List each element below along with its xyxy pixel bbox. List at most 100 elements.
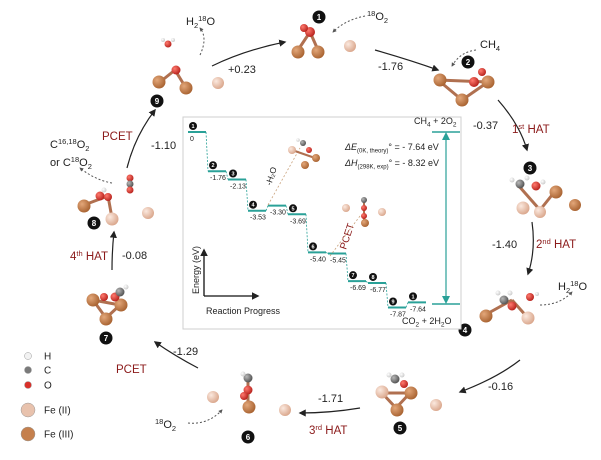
arrow-4-to-5 — [458, 359, 521, 394]
legend-swatch — [24, 381, 32, 389]
cluster-8 — [77, 174, 154, 226]
energy-levels: 01-1.762-2.133-3.534-3.30-3.695-5.406-5.… — [188, 122, 426, 319]
product-co2-line2: or C18O2 — [50, 155, 92, 171]
level-connector — [385, 282, 389, 308]
energy-6-to-7: -1.29 — [173, 346, 198, 358]
reagent-h2o-top: H218O — [186, 14, 215, 30]
delta-arrow-top-head — [442, 132, 450, 140]
level-badge-text: 4 — [251, 203, 255, 209]
cycle-arrows: +0.23 -1.76 -0.37 -1.40 -0.16 -1.71 -1.2… — [50, 9, 587, 437]
level-badge-5: 5 — [289, 204, 297, 213]
energy-level-value: -6.77 — [370, 287, 386, 294]
energy-1-to-2: -1.76 — [378, 61, 403, 73]
arrow-2-to-3 — [497, 99, 529, 152]
legend-item-o: O — [24, 381, 52, 392]
step-label-hat1: 1st HAT — [512, 122, 550, 136]
arrow-3-to-4 — [526, 221, 534, 276]
svg-text:9: 9 — [155, 97, 160, 106]
step-badges: 1 2 3 4 5 6 7 8 9 — [87, 10, 537, 444]
arrow-1-to-2 — [374, 49, 440, 72]
arrow-6-to-7 — [153, 341, 199, 369]
reactants-label: CH4 + 2O2 — [414, 116, 457, 129]
level-badge-text: 7 — [351, 273, 354, 279]
energy-5-to-6: -1.71 — [318, 393, 343, 405]
level-badge-circle — [229, 169, 237, 178]
x-axis-label: Reaction Progress — [206, 306, 281, 316]
badge-2: 2 — [461, 55, 475, 69]
arrow-release-h2o-top — [199, 27, 205, 56]
level-badge-2: 2 — [209, 161, 217, 170]
badge-3: 3 — [523, 161, 537, 175]
energy-level-value: -2.13 — [230, 183, 246, 190]
step-label-hat4: 4th HAT — [70, 249, 108, 263]
level-badge-text: 6 — [311, 244, 314, 250]
level-badge-text: 8 — [371, 275, 374, 281]
level-badge-4: 4 — [249, 200, 257, 209]
delta-arrow-bottom-head — [442, 296, 450, 304]
arrow-add-o2-bottom — [187, 409, 223, 424]
level-connector — [305, 214, 309, 253]
delta-h-label: ΔH(298K, exp)° = - 8.32 eV — [344, 158, 439, 171]
level-badge-circle — [249, 200, 257, 209]
arrow-7-to-8 — [109, 230, 117, 271]
arrow-5-to-6 — [298, 407, 361, 417]
legend-item-h: H — [24, 352, 51, 363]
level-badge-8: 8 — [369, 272, 377, 281]
arrow-8-to-9 — [126, 108, 156, 169]
level-badge-1: 1 — [189, 122, 197, 130]
step-label-pcet-bottom: PCET — [116, 364, 147, 376]
svg-text:3: 3 — [528, 164, 533, 173]
level-badge-circle — [309, 242, 317, 251]
cluster-2 — [433, 68, 495, 107]
badge-4: 4 — [458, 323, 472, 337]
level-badge-circle — [409, 292, 417, 301]
energy-level-value: -1.76 — [210, 175, 226, 182]
energy-diagram-inset: 01-1.762-2.133-3.534-3.30-3.695-5.406-5.… — [182, 116, 462, 330]
badge-6: 6 — [241, 430, 255, 444]
legend-item-c: C — [24, 366, 51, 377]
inset-molecule-a — [288, 138, 320, 169]
energy-level-value: -3.53 — [250, 215, 266, 222]
cluster-3 — [509, 175, 581, 218]
dashed-guide-h2o — [267, 147, 301, 206]
level-connector — [245, 179, 249, 211]
badge-8: 8 — [87, 216, 101, 230]
svg-text:5: 5 — [398, 424, 403, 433]
molecular-structures — [77, 24, 581, 417]
legend-label: Fe (II) — [44, 406, 71, 417]
product-co2-line1: C16,18O2 — [50, 137, 89, 153]
level-badge-text: 5 — [291, 206, 294, 212]
badge-7: 7 — [99, 331, 113, 345]
energy-level-value: 0 — [190, 136, 194, 143]
badge-5: 5 — [393, 421, 407, 435]
delta-e-label: ΔE(0K, theory)° = - 7.64 eV — [344, 142, 439, 155]
reagent-o2-top: 18O2 — [367, 9, 388, 25]
cluster-4 — [479, 290, 539, 325]
legend-label: O — [44, 381, 52, 392]
level-connector — [205, 131, 209, 172]
energy-8-to-9: -1.10 — [151, 140, 176, 152]
step-label-pcet-left: PCET — [102, 131, 133, 143]
legend-swatch — [20, 402, 36, 418]
energy-level-value: -7.87 — [390, 312, 406, 319]
badge-1: 1 — [312, 10, 326, 24]
level-badge-3: 3 — [229, 169, 237, 178]
level-connector — [285, 205, 289, 215]
level-badge-text: 1 — [411, 294, 414, 300]
arrow-release-h2o-right — [539, 291, 573, 306]
arrow-9-to-1 — [211, 39, 287, 67]
level-badge-circle — [369, 272, 377, 281]
reagent-o2-bottom: 18O2 — [155, 417, 176, 433]
level-badge-circle — [209, 161, 217, 170]
y-axis-label: Energy (eV) — [191, 246, 201, 294]
products-label: CO2 + 2H2O — [402, 316, 452, 329]
energy-level-value: -7.64 — [410, 306, 426, 313]
energy-level-value: -3.30 — [270, 210, 286, 217]
level-badge-circle — [349, 271, 357, 280]
level-badge-text: 1 — [191, 124, 194, 130]
energy-3-to-4: -1.40 — [492, 239, 517, 251]
cluster-1 — [291, 24, 356, 59]
legend-swatch — [24, 352, 32, 360]
inset-molecule-b — [342, 197, 386, 227]
